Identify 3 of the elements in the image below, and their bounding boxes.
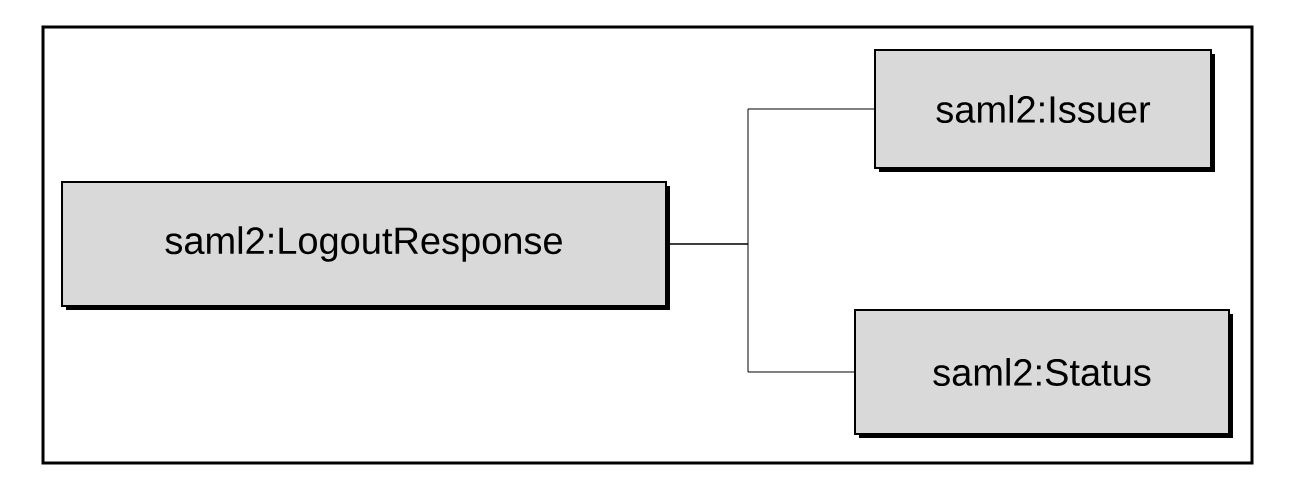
element-box: saml2:LogoutResponse — [61, 181, 670, 310]
element-box: saml2:Issuer — [874, 49, 1215, 172]
element-box: saml2:Status — [854, 309, 1233, 438]
